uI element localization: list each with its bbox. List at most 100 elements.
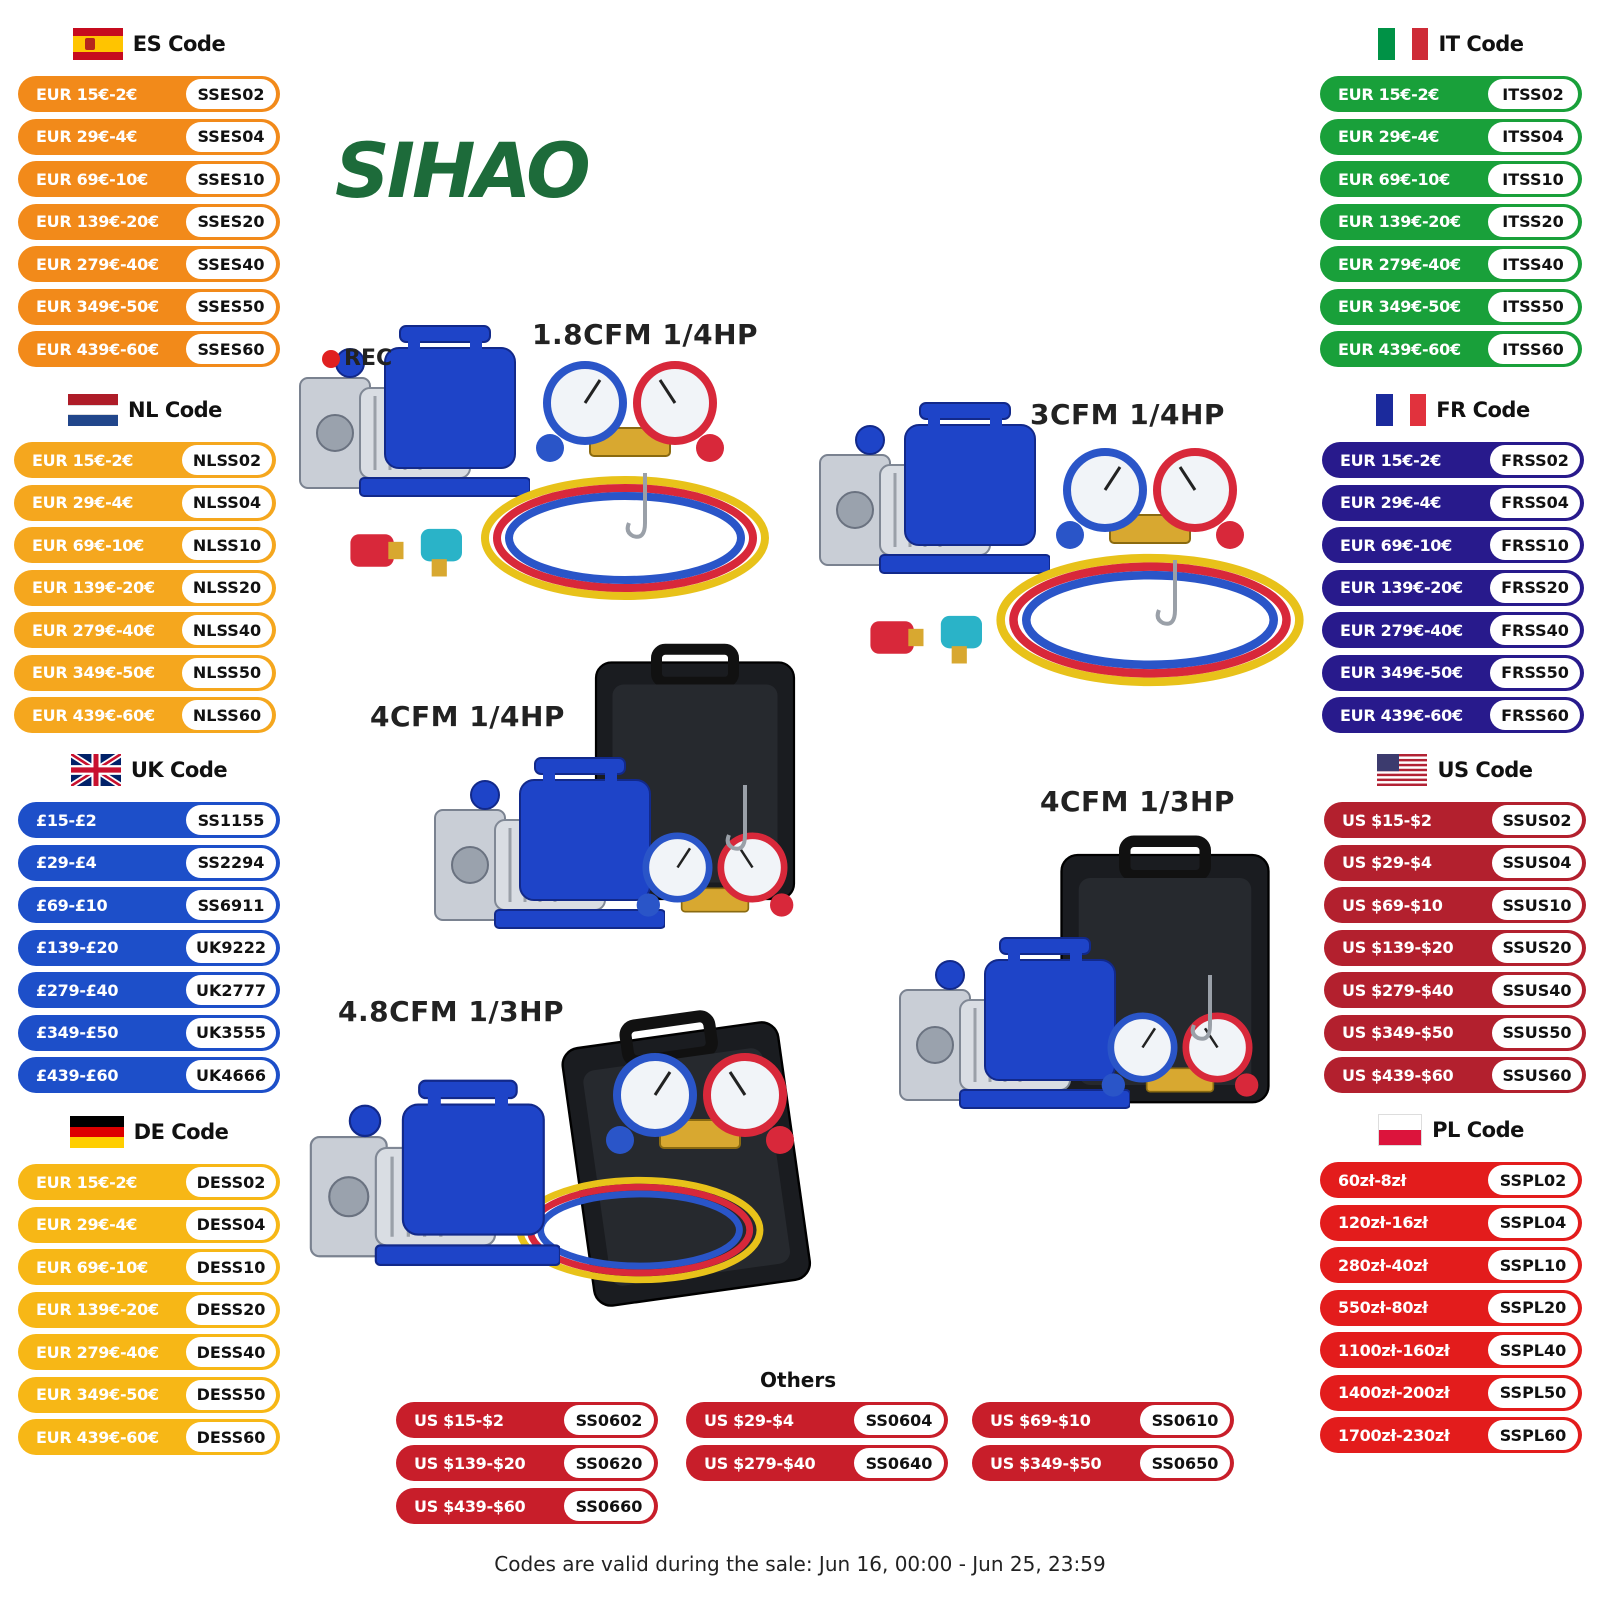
coupon-code[interactable]: NLSS04 [182,487,272,518]
nl-coupon-row[interactable]: EUR 439€-60€NLSS60 [14,697,276,733]
it-coupon-row[interactable]: EUR 29€-4€ITSS04 [1320,118,1582,155]
fr-coupon-row[interactable]: EUR 29€-4€FRSS04 [1322,484,1584,521]
coupon-code[interactable]: DESS20 [186,1294,276,1325]
coupon-code[interactable]: SS0602 [564,1405,654,1435]
es-coupon-row[interactable]: EUR 349€-50€SSES50 [18,288,280,325]
coupon-code[interactable]: DESS02 [186,1167,276,1197]
es-coupon-row[interactable]: EUR 15€-2€SSES02 [18,76,280,112]
coupon-code[interactable]: FRSS10 [1490,530,1580,560]
it-coupon-row[interactable]: EUR 15€-2€ITSS02 [1320,76,1582,112]
coupon-code[interactable]: SSPL20 [1488,1292,1578,1323]
coupon-code[interactable]: SS0650 [1140,1448,1230,1478]
coupon-code[interactable]: NLSS40 [182,615,272,645]
coupon-code[interactable]: SSUS10 [1492,890,1582,920]
de-coupon-row[interactable]: EUR 29€-4€DESS04 [18,1206,280,1243]
coupon-code[interactable]: ITSS02 [1488,79,1578,109]
it-coupon-row[interactable]: EUR 139€-20€ITSS20 [1320,203,1582,240]
de-coupon-row[interactable]: EUR 139€-20€DESS20 [18,1291,280,1328]
coupon-code[interactable]: FRSS04 [1490,487,1580,518]
coupon-code[interactable]: NLSS10 [182,530,272,560]
nl-coupon-row[interactable]: EUR 69€-10€NLSS10 [14,527,276,563]
coupon-code[interactable]: FRSS60 [1490,700,1580,730]
nl-coupon-row[interactable]: EUR 15€-2€NLSS02 [14,442,276,478]
coupon-code[interactable]: NLSS20 [182,572,272,603]
coupon-code[interactable]: FRSS40 [1490,615,1580,645]
coupon-code[interactable]: SS0610 [1140,1405,1230,1435]
fr-coupon-row[interactable]: EUR 139€-20€FRSS20 [1322,569,1584,606]
coupon-code[interactable]: SSPL10 [1488,1250,1578,1280]
coupon-code[interactable]: SSUS20 [1492,932,1582,963]
coupon-code[interactable]: SSPL60 [1488,1420,1578,1450]
coupon-code[interactable]: SS2294 [186,847,276,878]
nl-coupon-row[interactable]: EUR 139€-20€NLSS20 [14,569,276,606]
coupon-code[interactable]: ITSS40 [1488,249,1578,279]
coupon-code[interactable]: ITSS20 [1488,206,1578,237]
coupon-code[interactable]: SS0640 [854,1448,944,1478]
coupon-code[interactable]: UK3555 [186,1017,276,1048]
coupon-code[interactable]: FRSS02 [1490,445,1580,475]
fr-coupon-row[interactable]: EUR 69€-10€FRSS10 [1322,527,1584,563]
coupon-code[interactable]: SSES40 [186,249,276,279]
de-coupon-row[interactable]: EUR 439€-60€DESS60 [18,1419,280,1455]
coupon-code[interactable]: ITSS04 [1488,121,1578,152]
it-coupon-row[interactable]: EUR 279€-40€ITSS40 [1320,246,1582,282]
coupon-code[interactable]: UK2777 [186,975,276,1005]
coupon-code[interactable]: DESS10 [186,1252,276,1282]
es-coupon-row[interactable]: EUR 279€-40€SSES40 [18,246,280,282]
coupon-code[interactable]: SSPL04 [1488,1207,1578,1238]
es-coupon-row[interactable]: EUR 29€-4€SSES04 [18,118,280,155]
coupon-code[interactable]: UK4666 [186,1060,276,1090]
coupon-code[interactable]: ITSS50 [1488,291,1578,322]
nl-coupon-row[interactable]: EUR 29€-4€NLSS04 [14,484,276,521]
coupon-code[interactable]: SSES20 [186,206,276,237]
coupon-code[interactable]: DESS40 [186,1337,276,1367]
coupon-code[interactable]: SSUS04 [1492,847,1582,878]
nl-coupon-row[interactable]: EUR 279€-40€NLSS40 [14,612,276,648]
coupon-code[interactable]: SSES60 [186,334,276,364]
de-coupon-row[interactable]: EUR 15€-2€DESS02 [18,1164,280,1200]
coupon-code[interactable]: ITSS10 [1488,164,1578,194]
coupon-code[interactable]: DESS50 [186,1379,276,1410]
de-coupon-row[interactable]: EUR 349€-50€DESS50 [18,1376,280,1413]
it-coupon-row[interactable]: EUR 349€-50€ITSS50 [1320,288,1582,325]
coupon-code[interactable]: NLSS02 [182,445,272,475]
coupon-code[interactable]: SS0660 [564,1491,654,1521]
coupon-code[interactable]: SSUS50 [1492,1017,1582,1048]
coupon-code[interactable]: DESS60 [186,1422,276,1452]
coupon-code[interactable]: SSPL40 [1488,1335,1578,1365]
coupon-code[interactable]: SSUS02 [1492,805,1582,835]
coupon-code[interactable]: SSES02 [186,79,276,109]
coupon-code[interactable]: SSUS40 [1492,975,1582,1005]
coupon-code[interactable]: SS0620 [564,1448,654,1478]
es-coupon-row[interactable]: EUR 439€-60€SSES60 [18,331,280,367]
coupon-code[interactable]: SS1155 [186,805,276,835]
fr-coupon-row[interactable]: EUR 439€-60€FRSS60 [1322,697,1584,733]
fr-coupon-row[interactable]: EUR 349€-50€FRSS50 [1322,654,1584,691]
coupon-code[interactable]: ITSS60 [1488,334,1578,364]
coupon-code[interactable]: NLSS50 [182,657,272,688]
coupon-code[interactable]: DESS04 [186,1209,276,1240]
it-coupon-row[interactable]: EUR 439€-60€ITSS60 [1320,331,1582,367]
es-coupon-row[interactable]: EUR 139€-20€SSES20 [18,203,280,240]
